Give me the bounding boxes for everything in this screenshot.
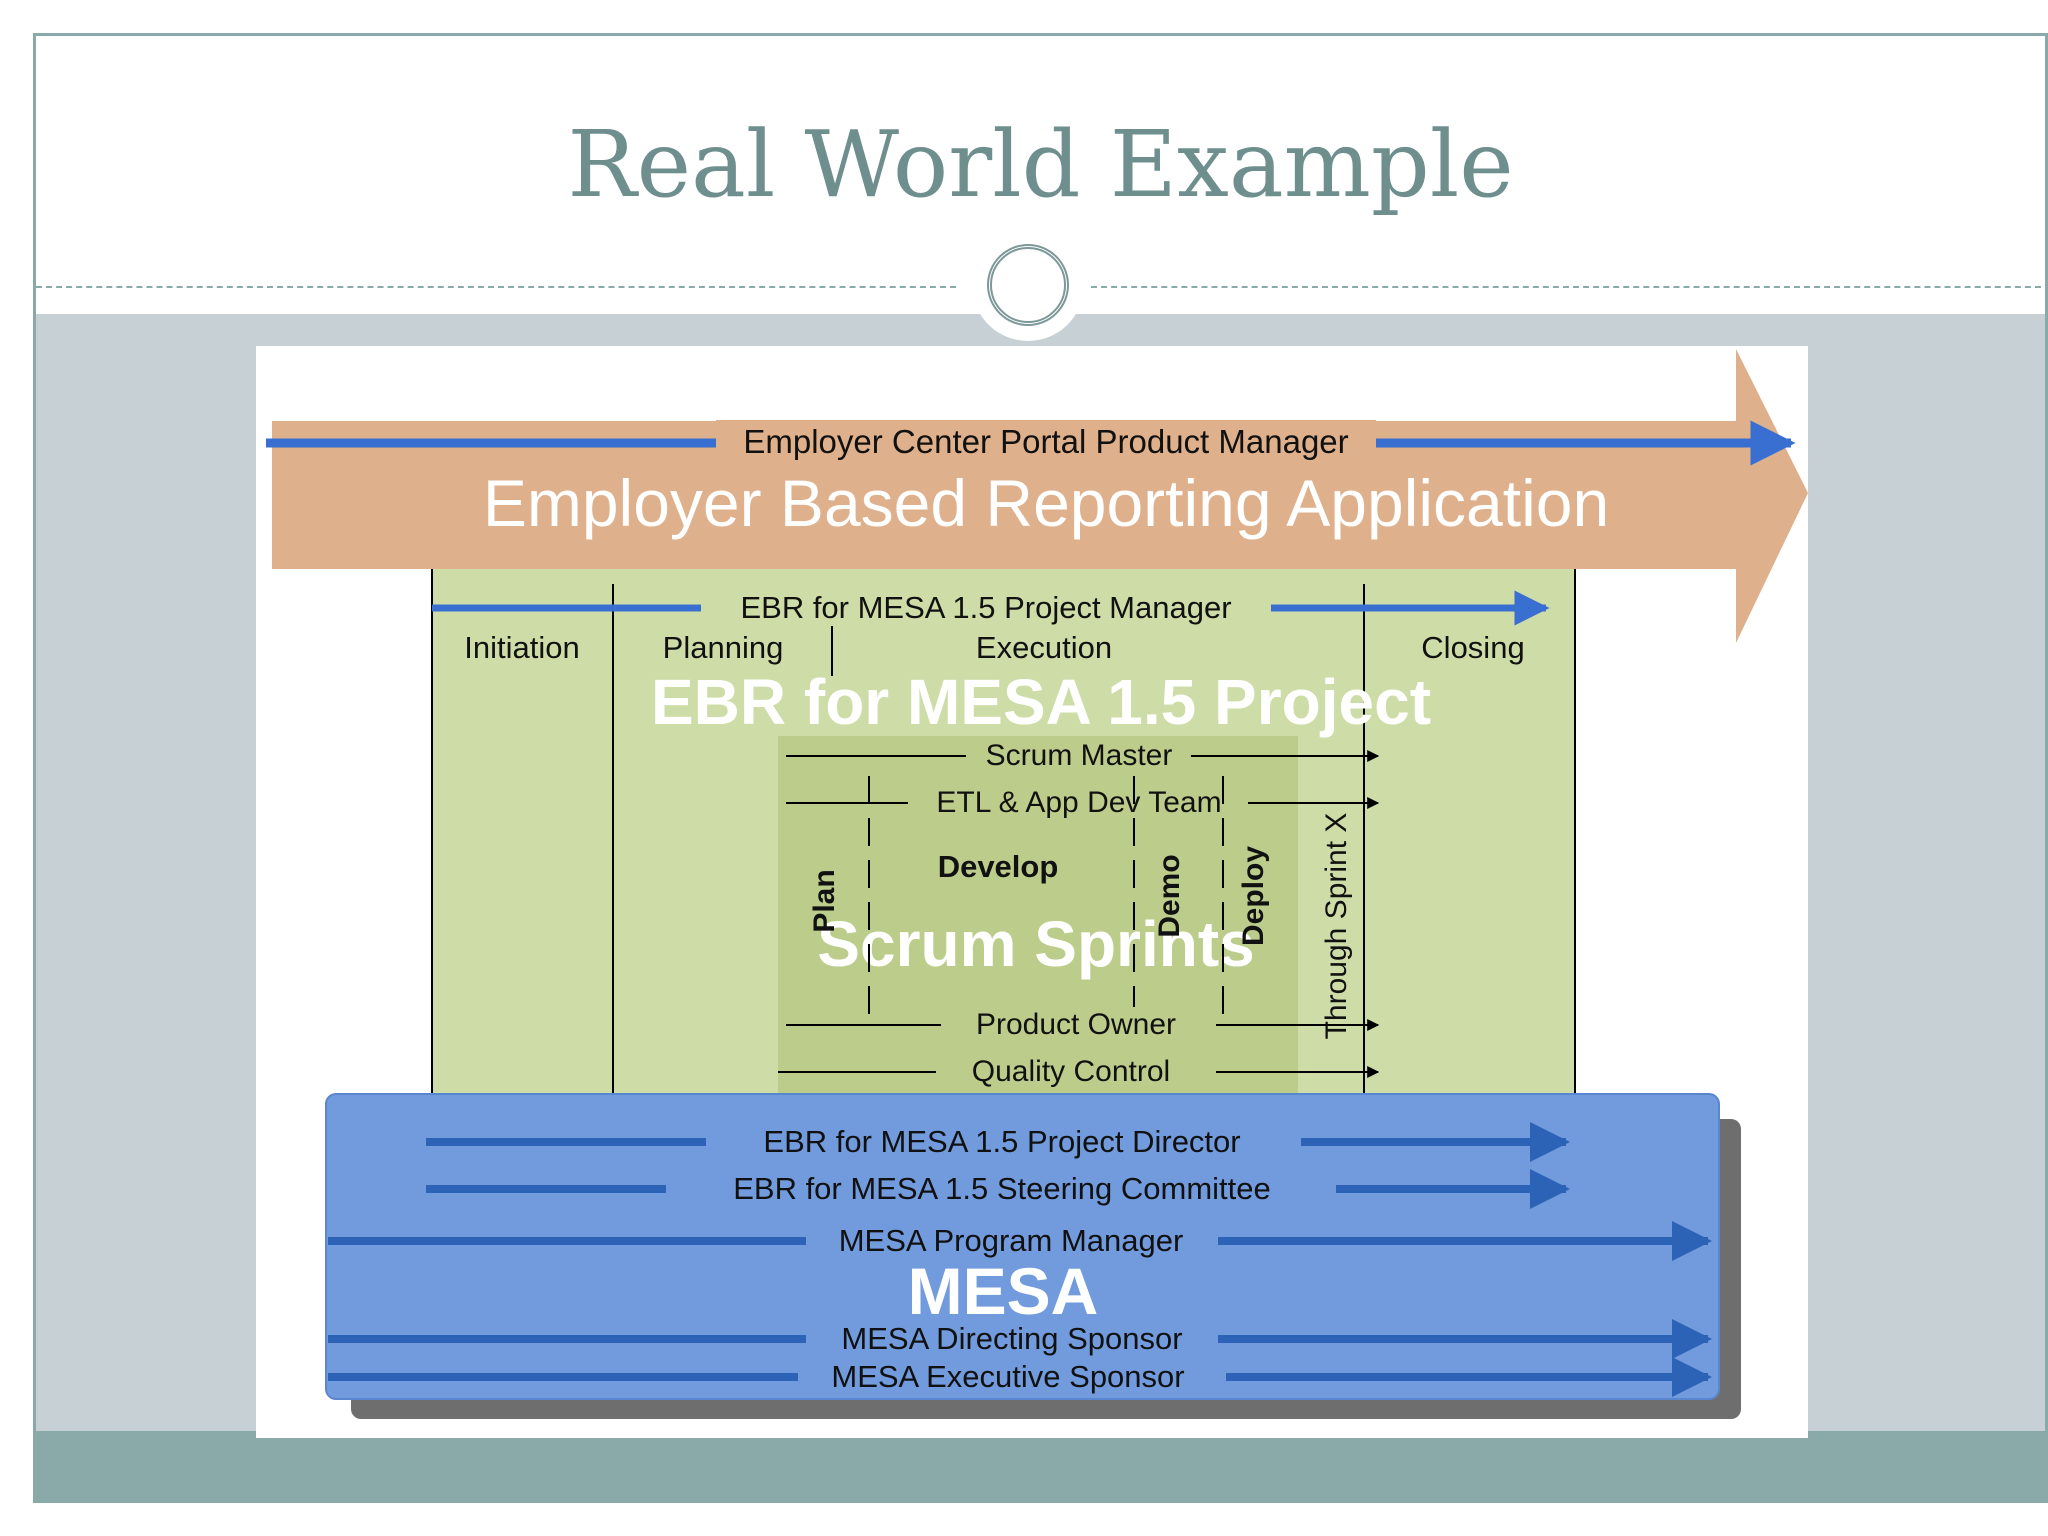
project-role-bg xyxy=(701,588,1271,626)
circle-ornament-icon xyxy=(987,244,1069,326)
phase-label-closing: Closing xyxy=(1421,630,1524,665)
footer-band xyxy=(36,1431,2045,1500)
outer-bar-role: Employer Center Portal Product Manager xyxy=(743,423,1348,460)
sprint-role-quality-control: Quality Control xyxy=(972,1055,1170,1088)
mesa-role-steering-committee: EBR for MESA 1.5 Steering Committee xyxy=(733,1171,1271,1206)
sprint-step-demo: Demo xyxy=(1153,854,1186,937)
title-divider-right xyxy=(1091,286,2045,288)
project-label: EBR for MESA 1.5 Project xyxy=(651,666,1431,738)
project-role: EBR for MESA 1.5 Project Manager xyxy=(740,590,1231,625)
sprint-step-develop: Develop xyxy=(938,849,1059,884)
sprint-role-bg xyxy=(966,738,1191,772)
mesa-role-bg xyxy=(666,1169,1336,1207)
sprint-step-deploy: Deploy xyxy=(1237,846,1270,946)
outer-bar-label: Employer Based Reporting Application xyxy=(483,466,1609,540)
mesa-role-executive-sponsor: MESA Executive Sponsor xyxy=(831,1359,1184,1394)
sprint-label: Scrum Sprints xyxy=(817,908,1254,980)
slide-title: Real World Example xyxy=(567,111,1514,218)
outer-bar-role-bg xyxy=(716,420,1376,462)
mesa-role-bg xyxy=(798,1357,1226,1395)
mesa-label: MESA xyxy=(908,1254,1099,1328)
slide: Real World Example Employer Center Porta… xyxy=(33,33,2048,1503)
sprint-repeat-label: Through Sprint X xyxy=(1320,813,1353,1040)
sprint-role-product-owner: Product Owner xyxy=(976,1008,1176,1041)
mesa-role-project-director: EBR for MESA 1.5 Project Director xyxy=(763,1124,1240,1159)
sprint-role-dev-team: ETL & App Dev Team xyxy=(936,786,1221,819)
phase-label-planning: Planning xyxy=(663,630,784,665)
governance-diagram: Employer Center Portal Product Manager E… xyxy=(256,346,1808,1438)
sprint-step-plan: Plan xyxy=(808,869,841,932)
sprint-role-bg xyxy=(941,1007,1216,1041)
mesa-role-bg xyxy=(706,1122,1301,1160)
outer-bar-arrow xyxy=(272,349,1808,643)
mesa-role-program-manager: MESA Program Manager xyxy=(839,1223,1184,1258)
mesa-role-directing-sponsor: MESA Directing Sponsor xyxy=(841,1321,1182,1356)
sprint-role-bg xyxy=(936,1054,1216,1088)
phase-label-execution: Execution xyxy=(976,630,1112,665)
phase-label-initiation: Initiation xyxy=(464,630,579,665)
mesa-role-bg xyxy=(806,1221,1218,1259)
mesa-role-bg xyxy=(806,1319,1218,1357)
sprint-role-scrum-master: Scrum Master xyxy=(986,739,1173,772)
title-divider-left xyxy=(36,286,956,288)
sprint-role-bg xyxy=(908,785,1248,819)
